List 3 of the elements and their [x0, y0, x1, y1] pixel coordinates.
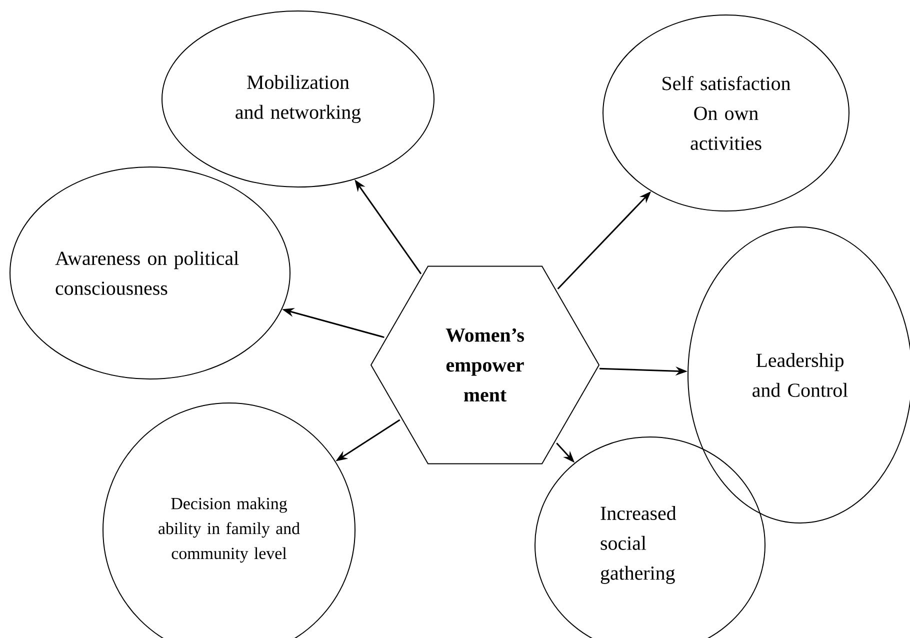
ellipse-node: Self satisfaction On own activities — [602, 14, 850, 212]
ellipse-node: Mobilization and networking — [162, 10, 434, 188]
ellipse-node: Awareness on political consciousness — [10, 166, 290, 380]
